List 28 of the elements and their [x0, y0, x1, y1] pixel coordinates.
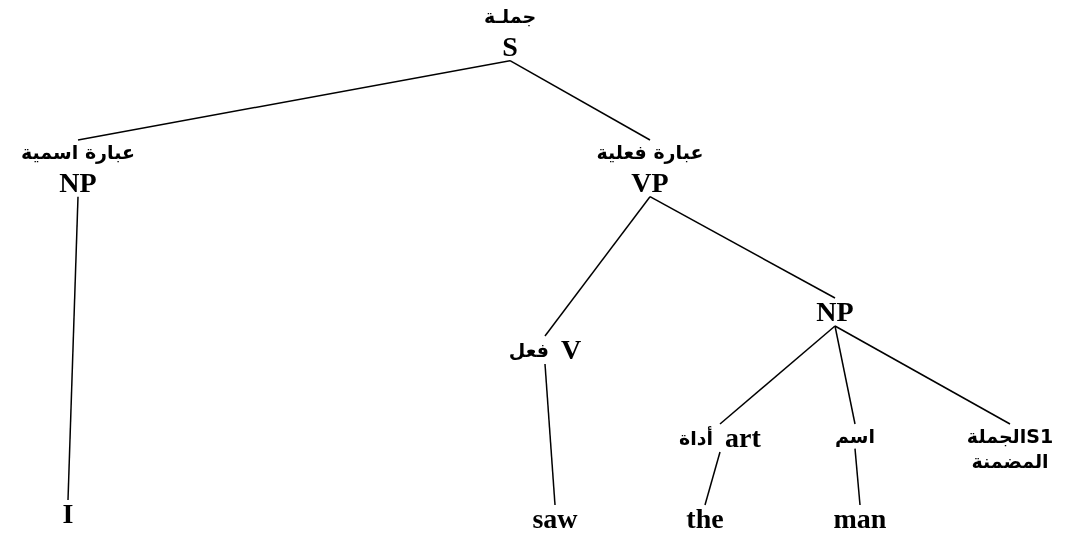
node-label: V	[560, 336, 582, 364]
tree-branch-line	[834, 325, 1011, 425]
tree-branch-line	[544, 195, 651, 337]
node-label: the	[686, 505, 724, 533]
arabic-node-label: عبارة اسمية	[21, 140, 135, 165]
node-label: VP	[631, 168, 669, 197]
arabic-node-label: S1الجملة المضمنة	[965, 424, 1055, 474]
tree-branch-line	[854, 447, 861, 506]
tree-branch-line	[719, 325, 836, 425]
arabic-node-label: أداة	[679, 425, 714, 451]
tree-branch-line	[544, 363, 556, 506]
node-label: NP	[59, 168, 97, 197]
node-label: man	[833, 505, 887, 533]
arabic-node-label: اسم	[834, 424, 876, 449]
node-label: S	[502, 32, 518, 61]
arabic-node-label: فعل	[508, 337, 549, 363]
tree-branch-line	[67, 195, 79, 501]
tree-branch-line	[704, 451, 721, 506]
node-label: NP	[816, 298, 854, 326]
arabic-node-label: جملـة	[483, 4, 537, 29]
tree-branch-line	[649, 195, 836, 299]
node-label: I	[62, 500, 74, 528]
node-label: art	[725, 424, 761, 452]
tree-branch-line	[77, 59, 511, 141]
arabic-node-label: عبارة فعلية	[596, 140, 704, 165]
tree-branch-line	[509, 59, 651, 141]
node-label: saw	[532, 505, 578, 533]
tree-branch-line	[834, 325, 856, 425]
